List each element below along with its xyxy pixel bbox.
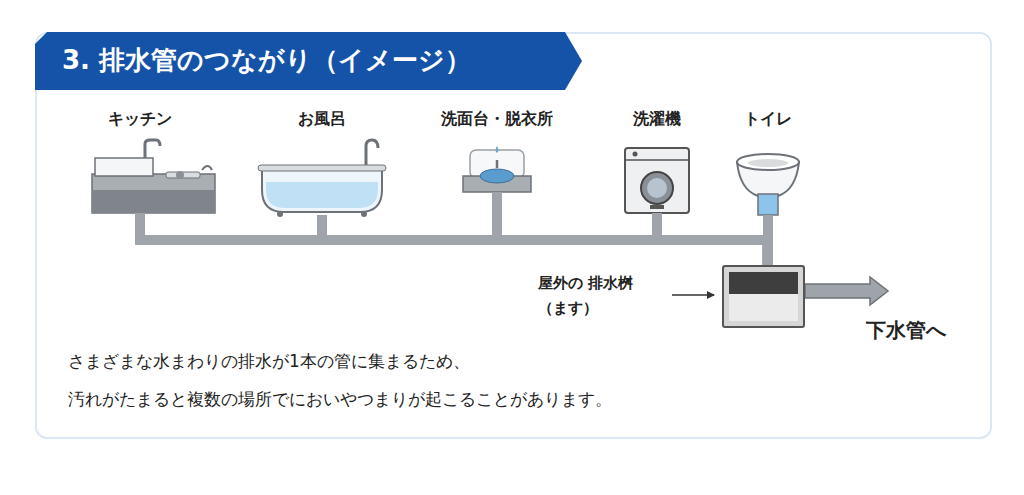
drain-pipe — [657, 213, 768, 265]
fixture-label: トイレ — [728, 108, 808, 130]
drain-pipe — [763, 215, 773, 265]
outflow-arrow — [805, 277, 888, 305]
fixture-label: キッチン — [75, 108, 205, 130]
kitchen-illustration — [92, 140, 215, 213]
fixture: お風呂 — [257, 108, 387, 215]
outflow-label: 下水管へ — [866, 317, 946, 344]
leader-arrow — [672, 294, 714, 296]
fixture-label: お風呂 — [257, 108, 387, 130]
caption-text: さまざまな水まわりの排水が1本の管に集まるため、 汚れがたまると複数の場所でにお… — [68, 342, 968, 418]
fixture: キッチン — [75, 108, 205, 213]
washing-machine-illustration — [625, 148, 689, 213]
fixture: 洗濯機 — [607, 108, 707, 213]
drain-pipe — [140, 213, 768, 265]
fixture: トイレ — [728, 108, 808, 215]
bathtub-illustration — [258, 140, 386, 217]
fixture: 洗面台・脱衣所 — [432, 108, 562, 192]
fixture-label: 洗濯機 — [607, 108, 707, 130]
pit-label: 屋外の 排水桝（ます） — [538, 271, 658, 321]
washbasin-illustration — [463, 146, 531, 192]
drain-pipe — [497, 192, 768, 265]
title-banner — [35, 32, 582, 90]
title-text: 3. 排水管のつながり（イメージ） — [62, 38, 471, 82]
fixture-label: 洗面台・脱衣所 — [432, 108, 562, 130]
toilet-illustration — [737, 154, 799, 215]
drain-pit: 屋外の 排水桝（ます） — [722, 265, 805, 328]
